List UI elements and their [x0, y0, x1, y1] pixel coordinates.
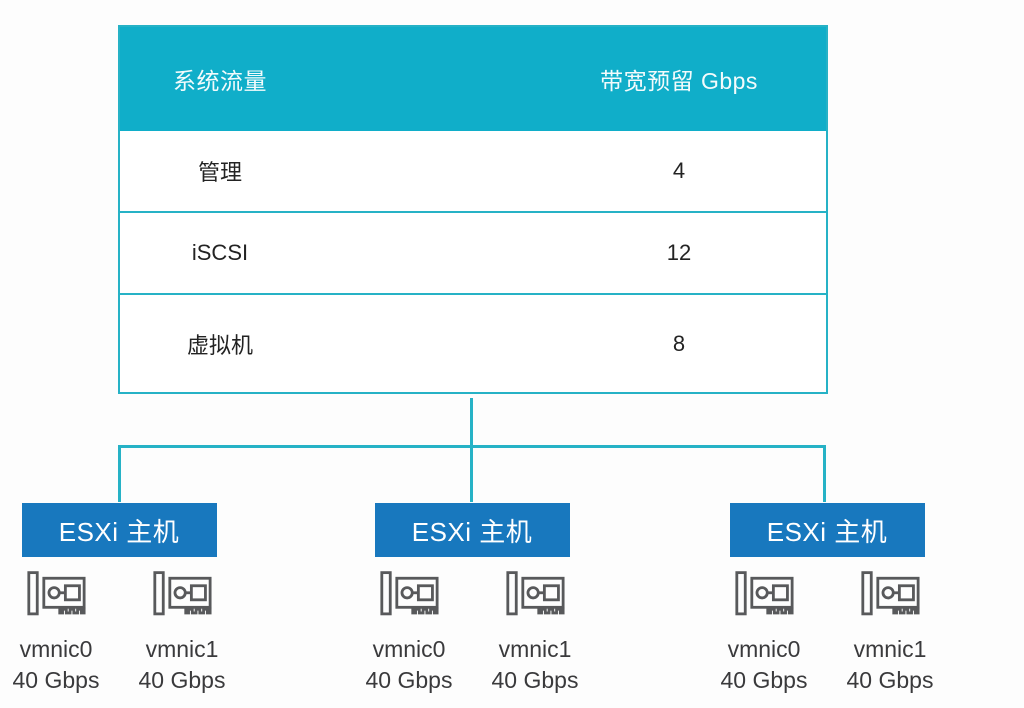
nic-item: vmnic1 40 Gbps — [125, 568, 239, 696]
traffic-type-cell: iSCSI — [191, 240, 249, 265]
reservation-value-cell: 8 — [672, 330, 686, 356]
reservation-value-cell: 12 — [666, 240, 692, 265]
vmnic-name: vmnic1 — [853, 636, 927, 662]
nic-item: vmnic1 40 Gbps — [478, 568, 592, 696]
traffic-table: 系统流量 带宽预留 Gbps 管理 4 iSCSI 12 虚拟机 8 — [118, 25, 828, 394]
vmnic-name: vmnic0 — [19, 636, 93, 662]
vmnic-speed: 40 Gbps — [138, 667, 226, 693]
vmnic-speed: 40 Gbps — [365, 667, 453, 693]
esxi-host-label: ESXi 主机 — [21, 503, 217, 557]
vmnic-name: vmnic0 — [727, 636, 801, 662]
esxi-host-group: ESXi 主机 vmnic0 40 Gbps — [707, 503, 947, 696]
nic-row: vmnic0 40 Gbps vmnic1 40 Gbps — [352, 568, 592, 696]
vmnic-speed: 40 Gbps — [720, 667, 808, 693]
traffic-column-header: 系统流量 — [173, 68, 267, 94]
reservation-value-cell: 4 — [672, 158, 686, 183]
esxi-host-group: ESXi 主机 vmnic0 40 Gbps — [0, 503, 239, 696]
traffic-type-cell: 虚拟机 — [186, 332, 253, 358]
connector-drop-line-middle — [470, 445, 473, 502]
vmnic-name: vmnic1 — [498, 636, 572, 662]
esxi-host-label: ESXi 主机 — [729, 503, 925, 557]
vmnic-speed: 40 Gbps — [491, 667, 579, 693]
network-card-icon — [506, 571, 565, 616]
nic-item: vmnic0 40 Gbps — [707, 568, 821, 696]
vmnic-speed: 40 Gbps — [12, 667, 100, 693]
vmnic-name: vmnic0 — [372, 636, 446, 662]
nic-row: vmnic0 40 Gbps vmnic1 40 Gbps — [707, 568, 947, 696]
network-card-icon — [153, 571, 212, 616]
esxi-host-group: ESXi 主机 vmnic0 40 Gbps — [352, 503, 592, 696]
vmnic-speed: 40 Gbps — [846, 667, 934, 693]
network-card-icon — [27, 571, 86, 616]
nic-item: vmnic0 40 Gbps — [0, 568, 113, 696]
table-row: 虚拟机 8 — [120, 293, 826, 392]
network-card-icon — [380, 571, 439, 616]
connector-drop-line-left — [118, 445, 121, 502]
reservation-column-header: 带宽预留 Gbps — [600, 68, 758, 94]
nic-item: vmnic1 40 Gbps — [833, 568, 947, 696]
vmnic-name: vmnic1 — [145, 636, 219, 662]
table-header-row: 系统流量 带宽预留 Gbps — [120, 27, 826, 131]
table-row: iSCSI 12 — [120, 211, 826, 293]
connector-stem-line — [470, 398, 473, 447]
table-row: 管理 4 — [120, 131, 826, 211]
nic-item: vmnic0 40 Gbps — [352, 568, 466, 696]
traffic-type-cell: 管理 — [197, 160, 242, 185]
nic-row: vmnic0 40 Gbps vmnic1 40 Gbps — [0, 568, 239, 696]
network-card-icon — [861, 571, 920, 616]
esxi-host-label: ESXi 主机 — [374, 503, 570, 557]
network-card-icon — [735, 571, 794, 616]
connector-drop-line-right — [823, 445, 826, 502]
